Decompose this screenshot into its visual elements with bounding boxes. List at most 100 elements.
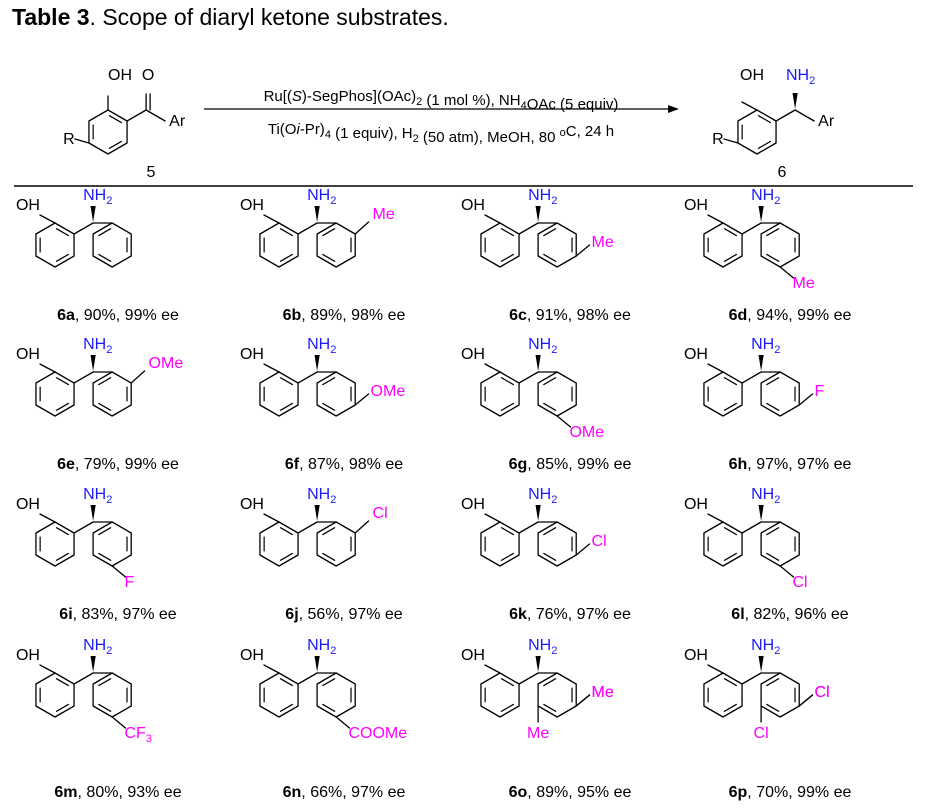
substituent-label: Me — [592, 684, 614, 701]
benzene-ring — [703, 672, 743, 718]
benzene-ring — [35, 672, 75, 718]
benzene-ring — [760, 672, 800, 718]
stereo-wedge-bond — [314, 355, 320, 371]
benzene-ring — [537, 371, 577, 417]
compound-id: 6a — [57, 307, 75, 324]
substituent-label: COOMe — [348, 725, 407, 742]
hydroxyl-label: OH — [240, 647, 264, 664]
benzene-ring — [760, 371, 800, 417]
arrow-head — [668, 105, 679, 113]
amine-label: NH2 — [528, 637, 557, 657]
hydroxyl-label: OH — [461, 346, 485, 363]
substituent-label: Me — [592, 684, 614, 701]
substituent-label: CF3 — [124, 725, 151, 745]
substituent-label: OMe — [149, 355, 184, 372]
benzene-ring — [259, 521, 299, 567]
yield-ee: , 80%, 93% ee — [77, 784, 182, 801]
hydroxyl-label: OH — [16, 647, 40, 664]
substituent-label: F — [815, 383, 825, 400]
yield-ee: , 66%, 97% ee — [301, 784, 406, 801]
compound-caption: 6l, 82%, 96% ee — [731, 606, 848, 624]
benzene-ring — [760, 521, 800, 567]
compound-caption: 6d, 94%, 99% ee — [729, 307, 852, 325]
compound-caption: 6c, 91%, 98% ee — [509, 307, 631, 325]
substituent-label: Cl — [373, 505, 388, 522]
hydroxyl-label: OH — [684, 197, 708, 214]
benzene-ring — [537, 672, 577, 718]
substituent-label: OMe — [569, 424, 604, 441]
carbonyl-oxygen-label: O — [142, 67, 154, 84]
substituent-label: Cl — [815, 684, 830, 701]
compound-id: 6b — [282, 307, 302, 324]
compound-id: 6i — [59, 606, 73, 623]
amine-label: NH2 — [528, 486, 557, 506]
stereo-wedge-bond — [758, 206, 764, 222]
substituent-label: F — [124, 574, 134, 591]
compound-id: 6m — [54, 784, 78, 801]
amine-label: NH2 — [786, 67, 815, 87]
yield-ee: , 91%, 98% ee — [526, 307, 631, 324]
benzene-ring — [760, 222, 800, 268]
benzene-ring — [35, 371, 75, 417]
compound-caption: 6e, 79%, 99% ee — [57, 456, 179, 474]
compound-caption: 6b, 89%, 98% ee — [283, 307, 406, 325]
hydroxyl-label: OH — [461, 496, 485, 513]
amine-label: NH2 — [751, 336, 780, 356]
amine-label: NH2 — [307, 637, 336, 657]
stereo-wedge-bond — [535, 355, 541, 371]
compound-6a: OH NH2 — [16, 187, 132, 268]
stereo-wedge-bond — [758, 355, 764, 371]
benzene-ring — [537, 222, 577, 268]
compound-caption: 6k, 76%, 97% ee — [509, 606, 631, 624]
compound-caption: 6a, 90%, 99% ee — [57, 307, 179, 325]
benzene-ring — [316, 371, 356, 417]
substituent-label: Cl — [792, 574, 807, 591]
hydroxyl-label: OH — [684, 647, 708, 664]
benzene-ring — [92, 371, 132, 417]
substituent-label: Me — [792, 275, 814, 292]
benzene-ring — [316, 521, 356, 567]
substituent-label: OMe — [371, 383, 406, 400]
stereo-wedge-bond — [535, 206, 541, 222]
amine-label: NH2 — [83, 187, 112, 207]
benzene-ring — [259, 222, 299, 268]
hydroxyl-label: OH — [16, 197, 40, 214]
yield-ee: , 82%, 96% ee — [744, 606, 849, 623]
r-group-label: R — [63, 131, 75, 148]
compound-caption: 6m, 80%, 93% ee — [54, 784, 181, 802]
yield-ee: , 76%, 97% ee — [526, 606, 631, 623]
hydroxyl-label: OH — [240, 346, 264, 363]
hydroxyl-label: OH — [16, 346, 40, 363]
substituent-label: Cl — [592, 533, 607, 550]
benzene-ring — [480, 521, 520, 567]
r-group-label: R — [712, 131, 724, 148]
stereo-wedge-bond — [314, 206, 320, 222]
amine-label: NH2 — [528, 336, 557, 356]
stereo-wedge-bond — [758, 656, 764, 672]
compound-id: 6l — [731, 606, 745, 623]
benzene-ring — [92, 521, 132, 567]
stereo-wedge-bond — [314, 505, 320, 521]
benzene-ring — [480, 672, 520, 718]
benzene-ring — [737, 109, 777, 155]
compound-id: 6k — [509, 606, 527, 623]
compound-id: 6h — [728, 456, 748, 473]
stereo-wedge-bond — [314, 656, 320, 672]
yield-ee: , 89%, 98% ee — [301, 307, 406, 324]
hydroxyl-label: OH — [240, 197, 264, 214]
benzene-ring — [35, 222, 75, 268]
compound-caption: 6h, 97%, 97% ee — [729, 456, 852, 474]
benzene-ring — [92, 672, 132, 718]
yield-ee: , 85%, 99% ee — [527, 456, 632, 473]
